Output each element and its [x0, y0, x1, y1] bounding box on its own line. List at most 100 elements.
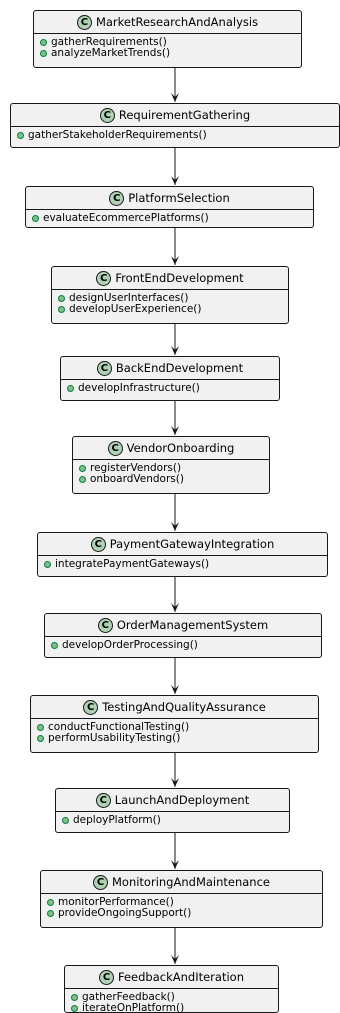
flow-arrow-head	[171, 685, 179, 694]
method-list: registerVendors()onboardVendors()	[73, 460, 269, 485]
flow-arrow-head	[171, 346, 179, 355]
public-method-icon	[71, 994, 78, 1001]
method-name: integratePaymentGateways()	[55, 558, 210, 570]
method-name: conductFunctionalTesting()	[48, 721, 190, 733]
public-method-icon	[17, 132, 24, 139]
public-method-icon	[58, 295, 65, 302]
method-item: registerVendors()	[79, 463, 269, 474]
public-method-icon	[32, 215, 39, 222]
public-method-icon	[37, 724, 44, 731]
method-name: monitorPerformance()	[58, 896, 174, 908]
method-item: iterateOnPlatform()	[71, 1002, 278, 1013]
method-item: gatherStakeholderRequirements()	[17, 130, 339, 141]
method-item: conductFunctionalTesting()	[37, 722, 318, 733]
method-item: performUsabilityTesting()	[37, 733, 318, 744]
class-name: BackEndDevelopment	[115, 361, 244, 375]
method-name: gatherRequirements()	[51, 36, 167, 48]
public-method-icon	[79, 476, 86, 483]
class-name: FeedbackAndIteration	[117, 970, 244, 984]
class-name: VendorOnboarding	[126, 441, 235, 455]
class-name: PlatformSelection	[128, 191, 230, 205]
class-name: RequirementGathering	[118, 108, 251, 122]
class-name: OrderManagementSystem	[116, 618, 269, 632]
class-stereotype-icon: C	[76, 14, 92, 30]
method-item: gatherRequirements()	[40, 37, 301, 48]
public-method-icon	[40, 50, 47, 57]
public-method-icon	[37, 735, 44, 742]
method-item: analyzeMarketTrends()	[40, 48, 301, 59]
flow-arrow-head	[171, 603, 179, 612]
public-method-icon	[67, 385, 74, 392]
flow-arrow-head	[171, 522, 179, 531]
class-stereotype-icon: C	[90, 536, 106, 552]
public-method-icon	[62, 817, 69, 824]
method-name: evaluateEcommercePlatforms()	[43, 212, 209, 224]
public-method-icon	[40, 39, 47, 46]
class-stereotype-icon: C	[96, 360, 112, 376]
flow-arrow-head	[171, 955, 179, 964]
flow-arrow-head	[171, 860, 179, 869]
method-item: integratePaymentGateways()	[44, 559, 327, 570]
class-stereotype-icon: C	[83, 699, 99, 715]
flow-arrow-head	[171, 426, 179, 435]
method-list: conductFunctionalTesting()performUsabili…	[31, 719, 318, 744]
class-name: LaunchAndDeployment	[114, 793, 250, 807]
class-name: PaymentGatewayIntegration	[109, 537, 275, 551]
class-stereotype-icon: C	[107, 440, 123, 456]
method-name: performUsabilityTesting()	[48, 732, 181, 744]
method-list: deployPlatform()	[56, 812, 289, 826]
public-method-icon	[79, 465, 86, 472]
method-list: monitorPerformance()provideOngoingSuppor…	[41, 894, 322, 919]
flow-arrow-head	[171, 176, 179, 185]
method-name: gatherFeedback()	[82, 991, 175, 1003]
method-list: evaluateEcommercePlatforms()	[26, 210, 313, 224]
method-item: gatherFeedback()	[71, 992, 278, 1003]
public-method-icon	[44, 561, 51, 568]
method-name: deployPlatform()	[73, 814, 161, 826]
method-item: developOrderProcessing()	[51, 640, 321, 651]
class-stereotype-icon: C	[97, 617, 113, 633]
class-name: MonitoringAndMaintenance	[111, 875, 270, 889]
method-name: iterateOnPlatform()	[82, 1002, 185, 1013]
class-name: MarketResearchAndAnalysis	[95, 15, 259, 29]
public-method-icon	[71, 1005, 78, 1012]
class-name: FrontEndDevelopment	[115, 271, 244, 285]
class-stereotype-icon: C	[99, 107, 115, 123]
method-list: developInfrastructure()	[61, 380, 279, 394]
method-name: developUserExperience()	[69, 303, 202, 315]
method-name: developInfrastructure()	[78, 382, 200, 394]
method-list: gatherStakeholderRequirements()	[11, 127, 339, 141]
public-method-icon	[47, 910, 54, 917]
class-stereotype-icon: C	[92, 874, 108, 890]
method-item: developInfrastructure()	[67, 383, 279, 394]
method-name: provideOngoingSupport()	[58, 907, 192, 919]
method-name: onboardVendors()	[90, 473, 184, 485]
method-name: analyzeMarketTrends()	[51, 47, 171, 59]
method-item: provideOngoingSupport()	[47, 908, 322, 919]
method-list: designUserInterfaces()developUserExperie…	[52, 290, 288, 315]
class-name: TestingAndQualityAssurance	[102, 700, 266, 714]
method-name: developOrderProcessing()	[62, 639, 198, 651]
flow-arrow-head	[171, 256, 179, 265]
flow-arrow-head	[171, 778, 179, 787]
